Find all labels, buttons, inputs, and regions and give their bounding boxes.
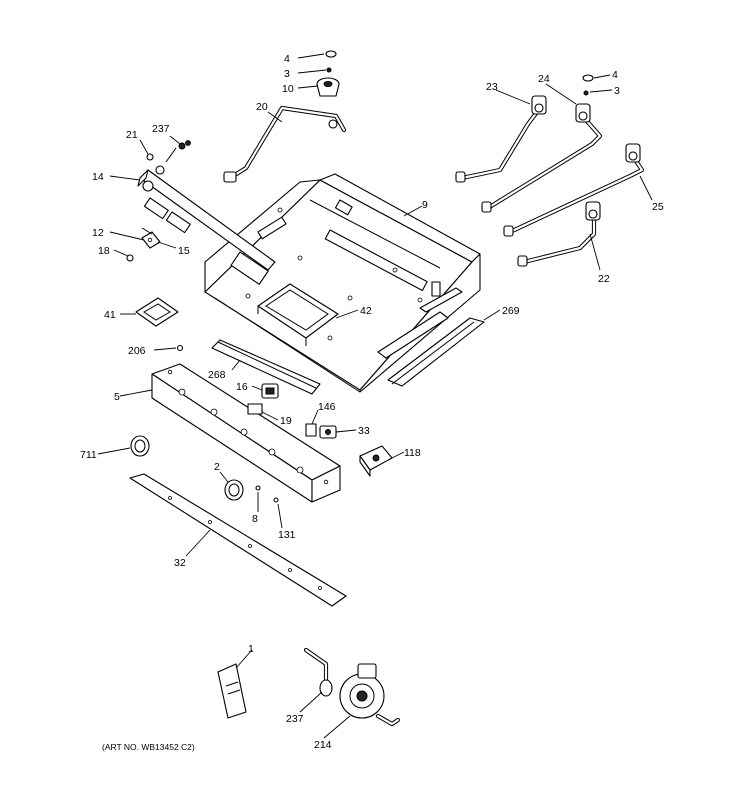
callout-10: 10 (282, 83, 294, 95)
callout-206: 206 (128, 345, 146, 357)
switch-part-146 (305, 423, 317, 437)
callout-24: 24 (538, 73, 550, 85)
gasket-part-41 (135, 297, 179, 327)
callout-22: 22 (598, 273, 610, 285)
callout-21: 21 (126, 129, 138, 141)
washer-part-4a (325, 50, 337, 58)
callout-15: 15 (178, 245, 190, 257)
callout-237b: 237 (286, 713, 304, 725)
art-number: (ART NO. WB13452 C2) (102, 742, 195, 752)
callout-268: 268 (208, 369, 226, 381)
callout-19: 19 (280, 415, 292, 427)
callout-9: 9 (422, 199, 428, 211)
valve-tube-part-24 (481, 103, 603, 213)
callout-3a: 3 (284, 68, 290, 80)
callout-237a: 237 (152, 123, 170, 135)
screw-part-18 (126, 254, 134, 262)
callout-18: 18 (98, 245, 110, 257)
box-insert-part-42 (257, 283, 339, 346)
knob-part-711 (130, 435, 150, 457)
callout-labels: 4 3 10 20 21 237 14 12 18 15 23 24 4 3 9… (80, 53, 664, 751)
trim-strip-part-32 (129, 473, 347, 607)
callout-1: 1 (248, 643, 254, 655)
burner-tube-part-20 (223, 105, 347, 183)
strip-part-268 (211, 339, 321, 395)
callout-3b: 3 (614, 85, 620, 97)
switch-part-16 (261, 383, 279, 399)
knob-part-2 (224, 479, 244, 501)
callout-2: 2 (214, 461, 220, 473)
regulator-part-214 (303, 647, 401, 727)
screw-part-3b (583, 90, 589, 96)
valve-tube-part-22 (517, 201, 601, 267)
callout-4a: 4 (284, 53, 290, 65)
clip-part-19 (247, 403, 263, 415)
callout-146: 146 (318, 401, 336, 413)
screw-part-131 (273, 497, 279, 503)
callout-12: 12 (92, 227, 104, 239)
screw-part-3a (326, 67, 332, 73)
callout-33: 33 (358, 425, 370, 437)
burner-box-part-9 (204, 173, 481, 393)
control-panel-part-5 (151, 363, 341, 503)
manual-part-1 (217, 663, 247, 719)
leader-lines (97, 53, 653, 739)
orifice-holder-part-10 (316, 77, 340, 97)
fitting-part-21 (146, 153, 154, 161)
callout-23: 23 (486, 81, 498, 93)
callout-25: 25 (652, 201, 664, 213)
callout-5: 5 (114, 391, 120, 403)
bracket-part-12 (141, 227, 161, 249)
callout-41: 41 (104, 309, 116, 321)
callout-32: 32 (174, 557, 186, 569)
ignitor-module-part-118 (359, 445, 393, 477)
valve-tube-part-23 (455, 95, 547, 183)
valve-tube-part-25 (503, 143, 645, 237)
washer-part-4b (582, 74, 594, 82)
callout-131: 131 (278, 529, 296, 541)
callout-711: 711 (80, 449, 97, 461)
callout-20: 20 (256, 101, 268, 113)
callout-16: 16 (236, 381, 248, 393)
callout-14: 14 (92, 171, 104, 183)
screw-part-8 (255, 485, 261, 491)
callout-8: 8 (252, 513, 258, 525)
screw-part-206 (176, 344, 184, 352)
manifold-part-14 (137, 140, 276, 285)
callout-118: 118 (404, 447, 421, 459)
callout-214: 214 (314, 739, 332, 751)
callout-269: 269 (502, 305, 520, 317)
callout-42: 42 (360, 305, 372, 317)
strip-part-269 (387, 317, 485, 387)
connector-part-33 (319, 425, 337, 439)
callout-4b: 4 (612, 69, 618, 81)
